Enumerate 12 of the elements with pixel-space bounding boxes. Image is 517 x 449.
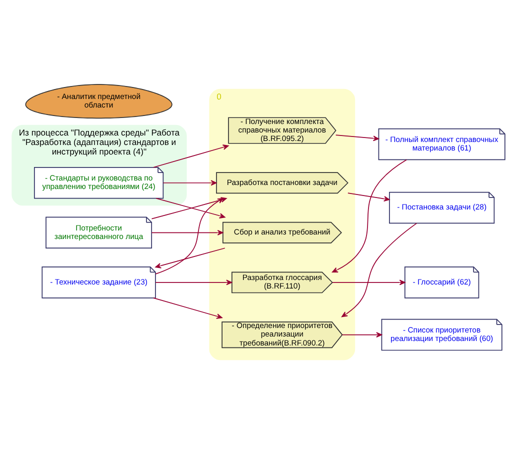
arrow	[152, 144, 229, 168]
arrow	[155, 280, 232, 286]
arrow	[155, 248, 226, 268]
arrow	[335, 134, 380, 142]
arrow	[162, 180, 217, 186]
arrow	[151, 230, 224, 236]
arrow	[332, 280, 406, 286]
arrow	[152, 298, 222, 319]
arrow	[342, 222, 418, 318]
arrow	[155, 198, 224, 274]
arrow	[332, 159, 407, 273]
arrow	[342, 332, 382, 338]
